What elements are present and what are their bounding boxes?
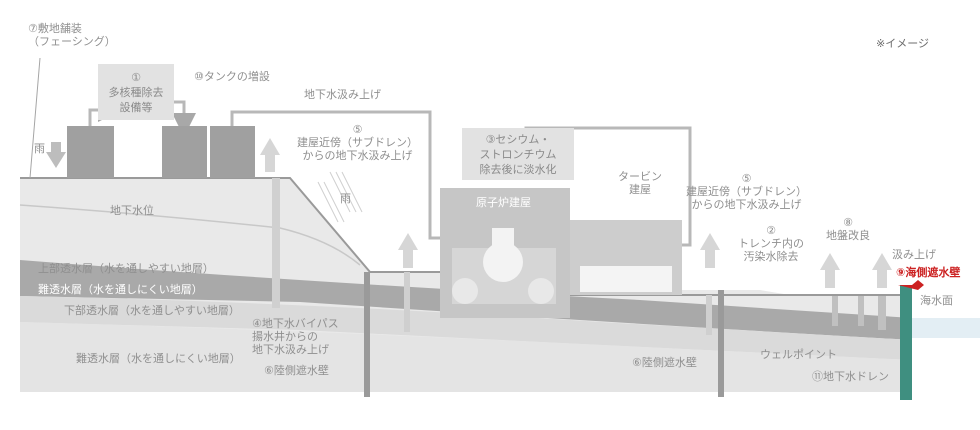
wellpoint-2 [858, 296, 864, 326]
pump-up-top-label: 地下水汲み上げ [304, 88, 381, 101]
flow-box1-to-tank2 [172, 100, 196, 137]
up-arrow-bypass [260, 138, 280, 172]
land-side-wall-label-right: ⑥陸側遮水壁 [632, 356, 697, 369]
trench-label: ② トレンチ内の 汚染水除去 [738, 224, 804, 263]
layer-impermeable-upper: 難透水層（水を通しにくい地層） [38, 283, 203, 296]
groundwater-drain [878, 296, 886, 330]
land-side-wall-right [718, 290, 724, 397]
sea-area [912, 318, 980, 338]
trench-line1: トレンチ内の [738, 237, 804, 250]
subdrain-right-number: ⑤ [741, 172, 752, 185]
facing-label: ⑦敷地舗装 （フェーシング） [28, 22, 116, 48]
turbine-building-label: タービン 建屋 [618, 170, 662, 196]
impermeable-layer-lower [20, 322, 912, 392]
trench-number: ② [766, 224, 776, 237]
bypass-well [272, 178, 280, 308]
lower-permeable-layer [20, 296, 912, 360]
subdrain-left-line1: 建屋近傍（サブドレン） [297, 136, 418, 149]
box1-text: 多核種除去 設備等 [108, 85, 164, 114]
sea-wall-arrow [898, 280, 924, 290]
reactor-building-label: 原子炉建屋 [476, 196, 531, 209]
wellpoint-1 [832, 296, 838, 326]
layer-impermeable-lower: 難透水層（水を通しにくい地層） [76, 352, 241, 365]
rain-streaks [317, 171, 363, 223]
layer-lower-permeable: 下部透水層（水を通しやすい地層） [64, 304, 240, 317]
down-arrow-rain [46, 142, 66, 168]
subdrain-right-line1: 建屋近傍（サブドレン） [686, 185, 807, 198]
groundwater-level-line [19, 204, 361, 266]
subdrain-pipe-left [404, 272, 410, 332]
reactor-vessel-top [492, 228, 514, 256]
box-multi-nuclide-removal: ① 多核種除去 設備等 [98, 64, 174, 120]
subdrain-label-left: ⑤ 建屋近傍（サブドレン） からの地下水汲み上げ [297, 123, 418, 162]
turbine-basement [580, 266, 672, 292]
ground-improvement-text: 地盤改良 [826, 229, 870, 242]
bypass-line1: ④地下水バイパス [252, 317, 339, 330]
reactor-torus-left [452, 278, 478, 304]
pump-up-right-label: 汲み上げ [892, 248, 936, 261]
ground-improvement-label: ⑧ 地盤改良 [826, 216, 870, 242]
facing-pointer [29, 57, 41, 179]
tank-2 [162, 126, 207, 178]
up-arrow-ground-improvement [820, 253, 840, 288]
flow-pump-top [230, 110, 440, 240]
image-note: ※イメージ [876, 37, 929, 50]
rain-label-1: 雨 [34, 142, 45, 155]
box1-number: ① [131, 70, 141, 84]
rain-label-2: 雨 [340, 192, 351, 205]
groundwater-drain-label: ⑪地下水ドレン [812, 370, 889, 383]
up-arrow-subdrain-right [700, 233, 720, 268]
tank-expansion-label: ⑩タンクの増設 [194, 70, 270, 83]
bypass-line2: 揚水井からの [252, 330, 318, 343]
up-arrow-pump-right [872, 253, 892, 288]
tank-1 [67, 126, 114, 178]
subdrain-left-number: ⑤ [352, 123, 363, 136]
facing-label-line2: （フェーシング） [28, 35, 116, 48]
land-side-wall-left [364, 272, 370, 397]
tank-3 [210, 126, 255, 178]
ground-improvement-number: ⑧ [843, 216, 853, 229]
sea-side-impermeable-wall [900, 285, 912, 400]
subdrain-right-line2: からの地下水汲み上げ [691, 198, 802, 211]
bypass-line3: 地下水汲み上げ [252, 343, 329, 356]
box-cesium-removal: ③セシウム・ ストロンチウム 除去後に淡水化 [462, 128, 574, 180]
sea-side-wall-label: ⑨海側遮水壁 [896, 266, 961, 279]
subdrain-left-line2: からの地下水汲み上げ [302, 149, 413, 162]
groundwater-level-label: 地下水位 [110, 204, 154, 217]
groundwater-bypass-label: ④地下水バイパス 揚水井からの 地下水汲み上げ [252, 317, 339, 356]
trench-line2: 汚染水除去 [743, 250, 799, 263]
subdrain-label-right: ⑤ 建屋近傍（サブドレン） からの地下水汲み上げ [686, 172, 807, 211]
land-side-wall-label-left: ⑥陸側遮水壁 [264, 364, 329, 377]
sea-level-label: 海水面 [920, 294, 953, 307]
wellpoint-label: ウェルポイント [760, 348, 837, 361]
subdrain-pipe-right [706, 295, 712, 335]
facing-label-line1: ⑦敷地舗装 [28, 22, 82, 35]
layer-upper-permeable: 上部透水層（水を通しやすい地層） [38, 262, 214, 275]
reactor-torus-right [528, 278, 554, 304]
up-arrow-subdrain-left [398, 233, 418, 268]
